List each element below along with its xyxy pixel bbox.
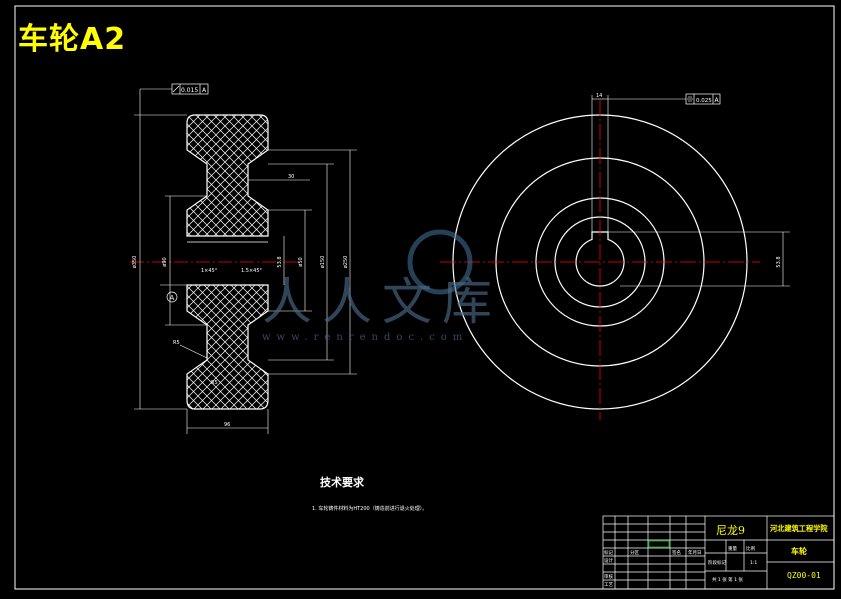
watermark-ring <box>407 229 473 295</box>
dim-bore2-text: ø50 <box>298 257 304 266</box>
dim-web-out-text: ø150 <box>320 256 326 269</box>
sym-frame <box>685 93 721 105</box>
tb-row-label-0: 标记 <box>604 549 613 556</box>
drawing-title: 车轮A2 <box>18 22 127 57</box>
tb-school: 河北建筑工程学院 <box>770 524 828 533</box>
chamfer-left-text: 1×45° <box>201 268 218 274</box>
keyway-width-text: 14 <box>596 93 602 99</box>
tb-label-right-0: 阶段标记 <box>708 559 726 566</box>
fillet-leader <box>179 344 208 359</box>
tb-material: 尼龙9 <box>716 524 745 537</box>
bore-with-keyway <box>575 231 625 287</box>
watermark-url: www.renrendoc.com <box>262 332 469 343</box>
tb-row-label-3: 工艺 <box>604 582 613 588</box>
tb-drawing-no: QZ00-01 <box>787 571 821 580</box>
keyway-depth-text: 53.8 <box>776 256 782 267</box>
sym-tolerance-text: 0.025 <box>696 98 712 104</box>
runout-symbol <box>172 85 180 93</box>
dim-hub-text: ø90 <box>162 257 168 266</box>
tb-green-cell <box>648 540 670 548</box>
title-block <box>602 515 835 590</box>
sym-datum-text: A <box>715 97 720 104</box>
section-view: 0.015 A A ø350 ø90 ø250 ø150 ø50 53.8 30… <box>130 83 357 434</box>
tb-label-right-2: 比例 <box>746 545 755 552</box>
chamfer-right-text: 1.5×45° <box>241 268 263 274</box>
dim-bore-text: 53.8 <box>277 256 283 267</box>
bottom-fillet-text: R5 <box>211 380 218 386</box>
watermark-logo <box>407 229 473 295</box>
runout-datum-text: A <box>202 87 207 94</box>
drawing-frame <box>14 5 835 590</box>
technical-requirements-note: 1. 车轮铸件材料为HT200（铸造前进行退火处理）。 <box>312 506 428 512</box>
watermark-text: 人人文库 <box>262 273 502 331</box>
fillet-text: R5 <box>173 340 180 346</box>
front-view: 14 0.025 A 53.8 <box>440 93 790 420</box>
dim-web-thickness-text: 30 <box>288 174 294 180</box>
technical-requirements-title: 技术要求 <box>320 476 364 489</box>
tb-row-label-2: 审核 <box>604 573 613 580</box>
tb-row-label-1: 设计 <box>604 557 613 564</box>
section-upper-half <box>186 114 269 237</box>
tb-col-label-1: 签名 <box>672 549 681 556</box>
tb-scale: 1:1 <box>750 560 757 566</box>
section-lower-half <box>186 284 269 410</box>
tb-label-right-1: 重量 <box>728 545 737 552</box>
dim-outer-text: ø350 <box>132 256 138 269</box>
datum-circle <box>166 291 178 303</box>
runout-frame <box>171 83 209 95</box>
tb-sheet-info: 共 1 张 第 1 张 <box>712 576 743 583</box>
tb-part-name: 车轮 <box>791 546 807 556</box>
runout-tolerance-text: 0.015 <box>181 87 198 94</box>
title-block-border <box>602 515 835 590</box>
dim-web-in-text: ø250 <box>343 256 349 269</box>
datum-a-label: A <box>170 294 175 302</box>
dim-width-text: 96 <box>224 422 230 428</box>
tb-col-label-2: 年月日 <box>688 549 702 556</box>
tb-col-label-0: 分区 <box>630 549 639 556</box>
